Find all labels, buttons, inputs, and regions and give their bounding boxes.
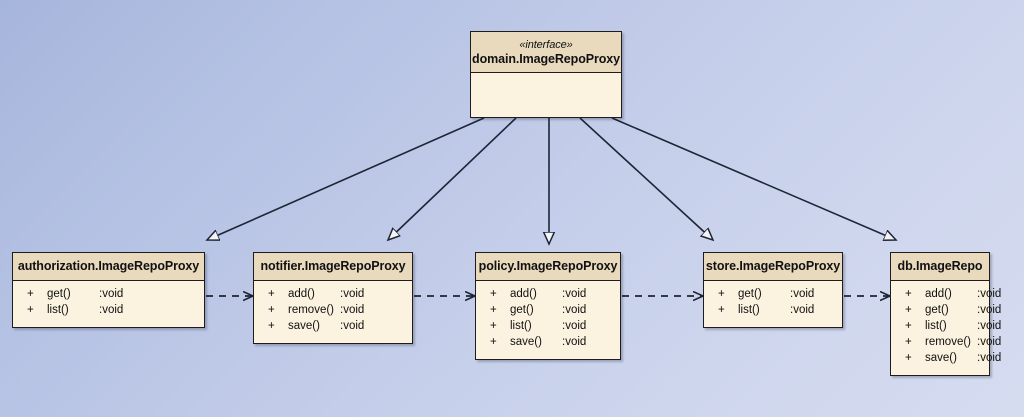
member-name: list() (738, 304, 760, 316)
member-type: :void (790, 288, 815, 300)
member-row: + remove() :void (254, 302, 412, 318)
member-type: :void (977, 320, 1002, 332)
member-visibility: + (268, 288, 275, 300)
member-name: remove() (925, 336, 972, 348)
member-visibility: + (718, 288, 725, 300)
member-visibility: + (905, 336, 912, 348)
member-row: + get() :void (476, 302, 620, 318)
member-name: get() (925, 304, 949, 316)
member-row: + save() :void (476, 334, 620, 350)
member-type: :void (99, 304, 124, 316)
member-name: get() (738, 288, 762, 300)
member-visibility: + (490, 336, 497, 348)
class-box-db-imagerepo[interactable]: db.ImageRepo + add() :void + get() :void + li… (890, 252, 1001, 376)
class-name-label: policy.ImageRepoProxy (478, 259, 618, 273)
class-name-label: db.ImageRepo (897, 259, 983, 273)
class-box-header: policy.ImageRepoProxy (476, 253, 620, 281)
member-row: + get() :void (13, 286, 204, 302)
class-box-store-imagerepoproxy[interactable]: store.ImageRepoProxy + get() :void + list()… (703, 252, 843, 328)
member-name: list() (47, 304, 69, 316)
member-visibility: + (905, 288, 912, 300)
member-visibility: + (268, 320, 275, 332)
member-type: :void (99, 288, 124, 300)
member-name: add() (288, 288, 315, 300)
member-name: remove() (288, 304, 335, 316)
class-box-members (471, 73, 621, 117)
member-visibility: + (905, 320, 912, 332)
stereotype-label: «interface» (519, 38, 573, 51)
member-visibility: + (905, 304, 912, 316)
member-name: get() (47, 288, 71, 300)
class-box-authorization-imagerepoproxy[interactable]: authorization.ImageRepoProxy + get() :void… (12, 252, 205, 328)
member-visibility: + (490, 304, 497, 316)
class-box-members: + add() :void + get() :void + list() :void + sa… (476, 281, 620, 354)
class-name-label: store.ImageRepoProxy (705, 259, 841, 273)
member-name: list() (510, 320, 532, 332)
member-row: + list() :void (704, 302, 842, 318)
member-type: :void (977, 288, 1002, 300)
member-row: + add() :void (476, 286, 620, 302)
class-box-policy-imagerepoproxy[interactable]: policy.ImageRepoProxy + add() :void + get()… (475, 252, 621, 360)
class-box-domain-imagerepoproxy[interactable]: «interface» domain.ImageRepoProxy (470, 31, 622, 118)
realization-interface-store (579, 117, 713, 240)
member-name: list() (925, 320, 947, 332)
member-type: :void (340, 304, 365, 316)
member-visibility: + (27, 304, 34, 316)
member-name: add() (925, 288, 952, 300)
member-type: :void (562, 336, 587, 348)
member-row: + add() :void (254, 286, 412, 302)
member-name: get() (510, 304, 534, 316)
class-name-label: domain.ImageRepoProxy (472, 51, 620, 66)
member-type: :void (790, 304, 815, 316)
class-box-header: «interface» domain.ImageRepoProxy (471, 32, 621, 73)
realization-interface-notifier (388, 117, 517, 240)
member-visibility: + (905, 352, 912, 364)
member-name: save() (925, 352, 957, 364)
member-row: + list() :void (891, 318, 1001, 334)
member-row: + save() :void (254, 318, 412, 334)
member-visibility: + (718, 304, 725, 316)
member-type: :void (340, 288, 365, 300)
member-visibility: + (490, 320, 497, 332)
member-row: + get() :void (704, 286, 842, 302)
member-row: + get() :void (891, 302, 1001, 318)
class-box-members: + get() :void + list() :void (704, 281, 842, 322)
member-row: + remove() :void (891, 334, 1001, 350)
class-box-header: store.ImageRepoProxy (704, 253, 842, 281)
member-type: :void (562, 320, 587, 332)
class-box-notifier-imagerepoproxy[interactable]: notifier.ImageRepoProxy + add() :void + rem… (253, 252, 413, 344)
member-type: :void (562, 288, 587, 300)
member-type: :void (340, 320, 365, 332)
member-visibility: + (268, 304, 275, 316)
class-box-header: db.ImageRepo (891, 253, 989, 281)
member-type: :void (977, 336, 1002, 348)
class-name-label: notifier.ImageRepoProxy (260, 259, 406, 273)
class-box-header: notifier.ImageRepoProxy (254, 253, 412, 281)
realization-edges (207, 117, 896, 244)
class-box-header: authorization.ImageRepoProxy (13, 253, 204, 281)
member-row: + add() :void (891, 286, 1001, 302)
class-box-members: + get() :void + list() :void (13, 281, 204, 322)
realization-interface-authorization (207, 117, 485, 240)
member-row: + list() :void (476, 318, 620, 334)
member-row: + save() :void (891, 350, 1001, 366)
member-name: save() (510, 336, 542, 348)
member-type: :void (977, 352, 1002, 364)
member-name: save() (288, 320, 320, 332)
class-box-members: + add() :void + remove() :void + save() :void (254, 281, 412, 338)
member-visibility: + (27, 288, 34, 300)
member-type: :void (562, 304, 587, 316)
class-name-label: authorization.ImageRepoProxy (17, 259, 200, 273)
member-row: + list() :void (13, 302, 204, 318)
realization-interface-db (611, 117, 896, 240)
member-type: :void (977, 304, 1002, 316)
member-visibility: + (490, 288, 497, 300)
member-name: add() (510, 288, 537, 300)
class-box-members: + add() :void + get() :void + list() :void + re… (891, 281, 1001, 370)
